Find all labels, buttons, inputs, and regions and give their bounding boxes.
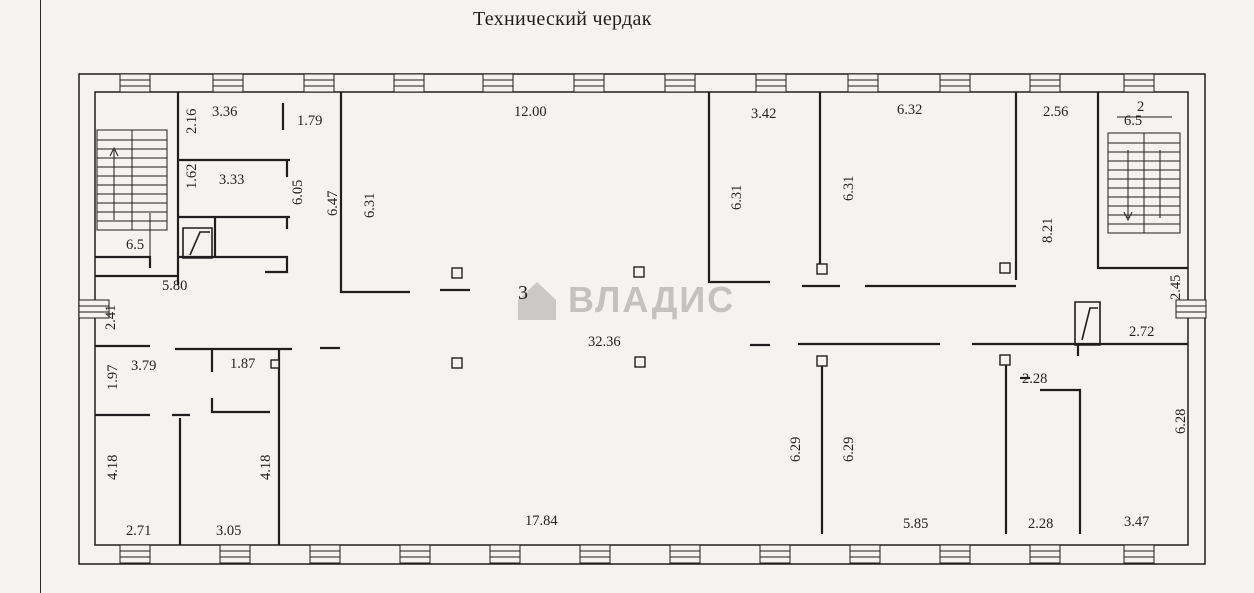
shafts bbox=[182, 227, 1101, 346]
window-top bbox=[847, 73, 879, 93]
windows bbox=[78, 73, 1207, 564]
dimension-label: 6.31 bbox=[841, 176, 857, 201]
room-number: 3 bbox=[518, 282, 528, 304]
dimension-label: 6.05 bbox=[290, 180, 306, 205]
dimension-label: 1.62 bbox=[184, 164, 200, 189]
window-top bbox=[119, 73, 151, 93]
window-bottom bbox=[579, 544, 611, 564]
dimension-label: 3.79 bbox=[131, 358, 156, 374]
window-bottom bbox=[309, 544, 341, 564]
window-right bbox=[1175, 299, 1207, 319]
dimension-label: 2.72 bbox=[1129, 324, 1154, 340]
dimension-label: 1.87 bbox=[230, 356, 255, 372]
dimension-label: 6.28 bbox=[1173, 409, 1189, 434]
stair-label-right: 6.5 bbox=[1124, 113, 1142, 129]
window-bottom bbox=[1029, 544, 1061, 564]
window-bottom bbox=[939, 544, 971, 564]
stairs-left bbox=[96, 129, 168, 259]
window-top bbox=[482, 73, 514, 93]
dimension-label: 3.36 bbox=[212, 104, 237, 120]
dimension-label: 8.21 bbox=[1040, 218, 1056, 243]
dimension-label: 6.31 bbox=[729, 185, 745, 210]
dimension-label: 6.31 bbox=[362, 193, 378, 218]
dimension-label: 2.28 bbox=[1028, 516, 1053, 532]
window-top bbox=[1123, 73, 1155, 93]
dimension-label: 2.56 bbox=[1043, 104, 1068, 120]
dimension-label: 2.71 bbox=[126, 523, 151, 539]
window-bottom bbox=[399, 544, 431, 564]
dimension-label: 6.29 bbox=[841, 437, 857, 462]
dimension-label: 4.18 bbox=[105, 455, 121, 480]
watermark-text: ВЛАДИС bbox=[568, 279, 735, 320]
scan-edge-line bbox=[40, 0, 41, 593]
columns bbox=[270, 262, 1011, 369]
plan-title: Технический чердак bbox=[473, 8, 652, 30]
dimension-label: 17.84 bbox=[525, 513, 558, 529]
window-left bbox=[78, 299, 110, 319]
interior-walls bbox=[95, 92, 1188, 545]
dimension-label: 3.42 bbox=[751, 106, 776, 122]
watermark: ВЛАДИС bbox=[518, 279, 735, 320]
watermark-house-icon bbox=[518, 282, 556, 320]
dimension-label: 1.97 bbox=[105, 365, 121, 390]
dimension-label: 6.32 bbox=[897, 102, 922, 118]
window-bottom bbox=[759, 544, 791, 564]
window-bottom bbox=[219, 544, 251, 564]
dimension-label: 5.85 bbox=[903, 516, 928, 532]
dimension-label: 2.41 bbox=[103, 305, 119, 330]
window-top bbox=[664, 73, 696, 93]
stairs-right bbox=[1107, 116, 1181, 234]
window-bottom bbox=[849, 544, 881, 564]
window-bottom bbox=[489, 544, 521, 564]
window-top bbox=[212, 73, 244, 93]
window-top bbox=[755, 73, 787, 93]
dimension-label: 6.29 bbox=[788, 437, 804, 462]
dimension-label: 12.00 bbox=[514, 104, 547, 120]
dimension-label: 32.36 bbox=[588, 334, 621, 350]
dimension-label: 4.18 bbox=[258, 455, 274, 480]
stair-fraction-numerator: 2 bbox=[1137, 99, 1144, 115]
dimension-label: 5.80 bbox=[162, 278, 187, 294]
dimension-label: 1.79 bbox=[297, 113, 322, 129]
window-top bbox=[393, 73, 425, 93]
stair-label-left: 6.5 bbox=[126, 237, 144, 253]
dimension-label: 6.47 bbox=[325, 191, 341, 216]
window-top bbox=[1029, 73, 1061, 93]
window-top bbox=[573, 73, 605, 93]
window-bottom bbox=[1123, 544, 1155, 564]
window-bottom bbox=[669, 544, 701, 564]
dimension-label: 2.45 bbox=[1168, 275, 1184, 300]
window-top bbox=[939, 73, 971, 93]
dimension-label: 3.05 bbox=[216, 523, 241, 539]
dimension-label: 3.33 bbox=[219, 172, 244, 188]
dimension-labels: 3.36 2.16 1.79 12.00 3.42 6.32 2.56 1.62 3.33 6.0… bbox=[103, 102, 1189, 539]
dimension-label: 2.28 bbox=[1022, 371, 1047, 387]
window-bottom bbox=[119, 544, 151, 564]
dimension-label: 3.47 bbox=[1124, 514, 1149, 530]
window-top bbox=[303, 73, 335, 93]
dimension-label: 2.16 bbox=[184, 109, 200, 134]
